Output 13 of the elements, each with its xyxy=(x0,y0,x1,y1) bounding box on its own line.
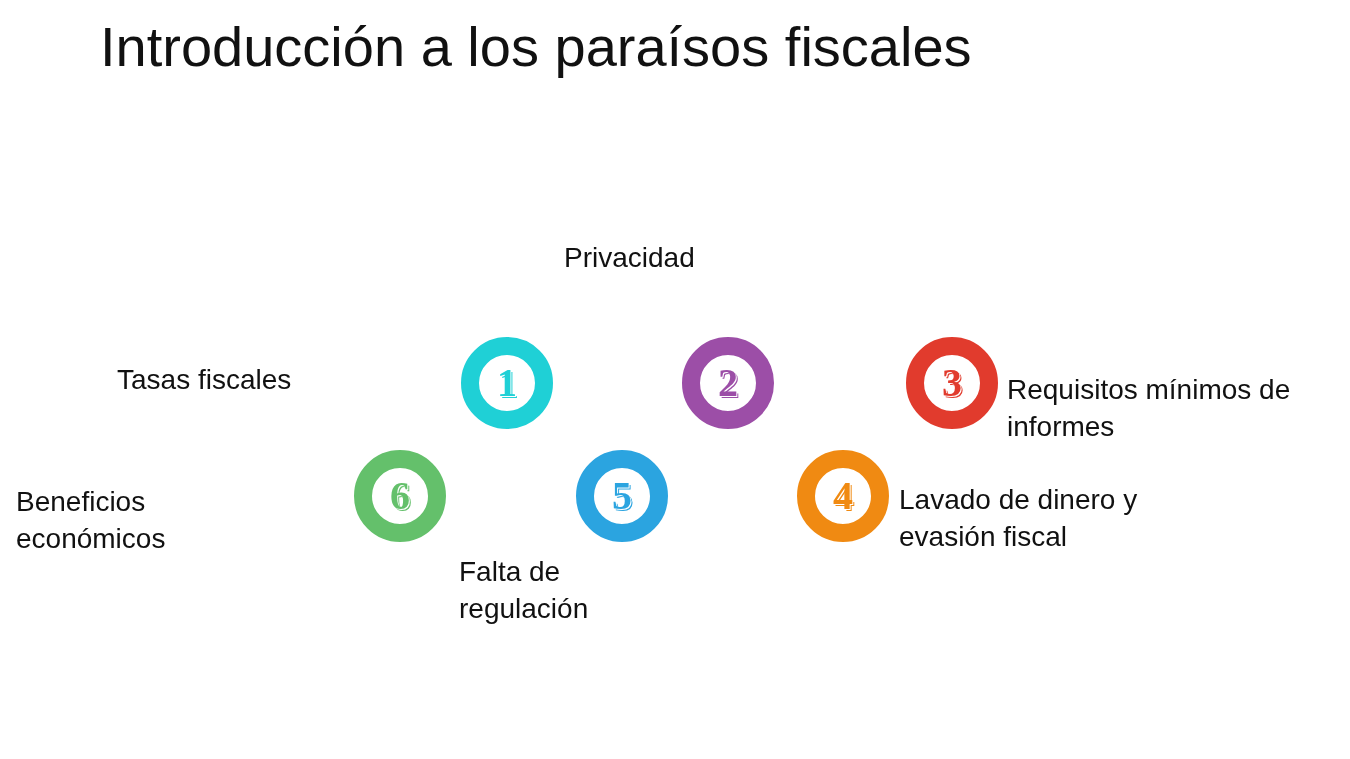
step-number: 4 xyxy=(833,476,853,516)
step-label: Tasas fiscales xyxy=(117,363,293,397)
step-number: 2 xyxy=(718,363,738,403)
step-label: Requisitos mínimos de informes xyxy=(1007,373,1292,444)
step-label: Beneficios económicos xyxy=(16,485,167,556)
title: Introducción a los paraísos fiscales xyxy=(100,14,972,80)
step-label: Lavado de dinero y evasión fiscal xyxy=(899,483,1139,554)
step-label: Falta de regulación xyxy=(459,555,590,626)
step-number: 6 xyxy=(390,476,410,516)
step-number: 5 xyxy=(612,476,632,516)
step-label: Privacidad xyxy=(564,241,696,275)
step-number: 1 xyxy=(497,363,517,403)
step-number: 3 xyxy=(942,363,962,403)
